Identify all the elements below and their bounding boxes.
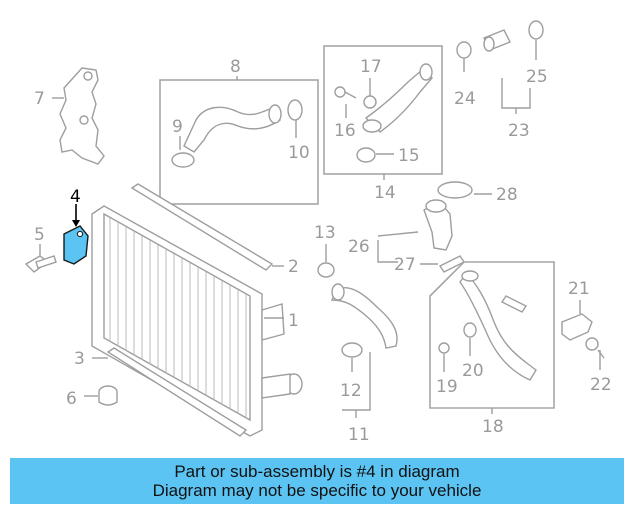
info-banner: Part or sub-assembly is #4 in diagram Di… — [10, 458, 624, 504]
parts-23-24-25 — [456, 20, 544, 114]
callout-22: 22 — [590, 375, 612, 395]
callout-18: 18 — [482, 417, 504, 437]
part-18-assembly-box — [429, 261, 555, 414]
banner-line-1: Part or sub-assembly is #4 in diagram — [174, 462, 460, 481]
callout-21: 21 — [568, 279, 590, 299]
callout-4: 4 — [70, 187, 81, 207]
callout-12: 12 — [340, 381, 362, 401]
callout-15: 15 — [398, 146, 420, 166]
callout-17: 17 — [360, 57, 382, 77]
callout-13: 13 — [314, 223, 336, 243]
parts-26-27-28 — [377, 181, 492, 273]
part-7-bracket — [52, 67, 105, 165]
callout-20: 20 — [462, 361, 484, 381]
callout-1: 1 — [288, 311, 299, 331]
part-2-seal-strip — [130, 183, 284, 271]
part-14-assembly-box — [323, 45, 443, 180]
callout-26: 26 — [348, 237, 370, 257]
banner-line-2: Diagram may not be specific to your vehi… — [152, 481, 482, 500]
part-4-highlighted-bracket[interactable] — [63, 204, 89, 265]
callout-24: 24 — [454, 89, 476, 109]
part-5-bolt — [24, 244, 57, 273]
part-6-grommet — [84, 385, 118, 406]
callout-2: 2 — [288, 257, 299, 277]
part-3-seal-strip — [92, 347, 248, 437]
callout-28: 28 — [496, 185, 518, 205]
part-8-assembly-box — [159, 76, 319, 205]
callout-9: 9 — [172, 117, 183, 137]
callout-8: 8 — [230, 57, 241, 77]
callout-19: 19 — [436, 377, 458, 397]
callout-10: 10 — [288, 143, 310, 163]
callout-7: 7 — [34, 89, 45, 109]
parts-11-12-13 — [317, 244, 398, 418]
callout-6: 6 — [66, 389, 77, 409]
parts-diagram: 7 8 9 10 17 16 15 14 — [24, 20, 612, 445]
callout-5: 5 — [34, 225, 45, 245]
callout-3: 3 — [74, 349, 85, 369]
part-1-intercooler — [91, 205, 303, 437]
callout-27: 27 — [394, 255, 416, 275]
callout-25: 25 — [526, 67, 548, 87]
callout-16: 16 — [334, 121, 356, 141]
callout-14: 14 — [374, 183, 396, 203]
callout-11: 11 — [348, 425, 370, 445]
parts-21-22 — [561, 300, 605, 370]
callout-23: 23 — [508, 121, 530, 141]
